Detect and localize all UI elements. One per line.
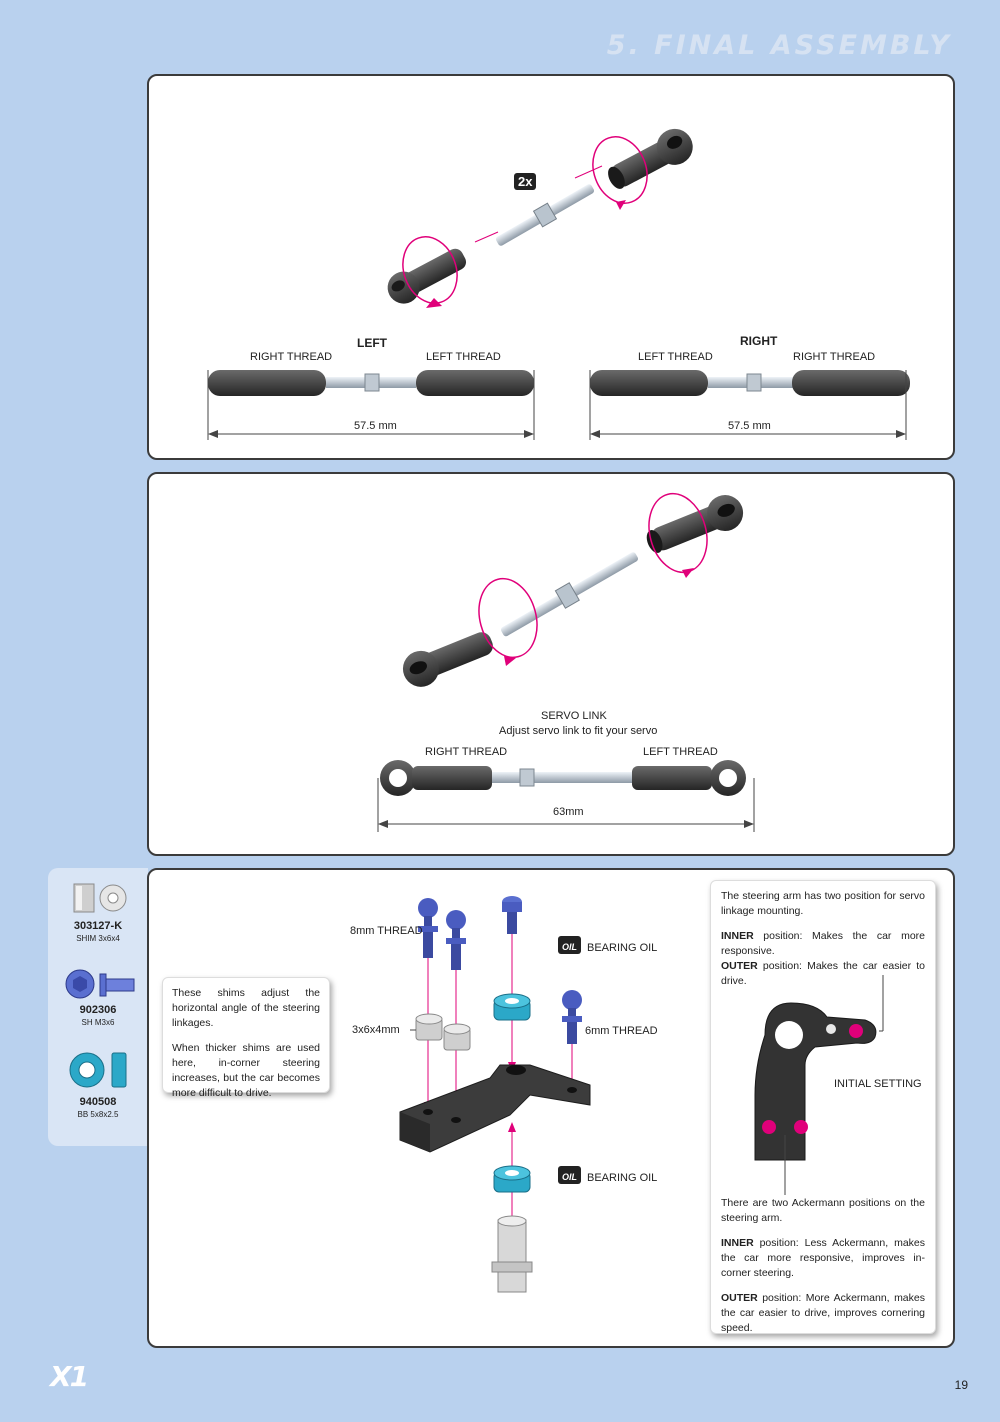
part-desc-3: BB 5x8x2.5 xyxy=(77,1110,119,1119)
arm-note-callout: The steering arm has two position for se… xyxy=(710,880,936,1334)
arm-note-inner: INNER position: Makes the car more respo… xyxy=(721,930,925,957)
initial-setting-label: INITIAL SETTING xyxy=(834,1078,922,1090)
part-number-3: 940508 xyxy=(79,1096,117,1108)
servo-link-thread-b: LEFT THREAD xyxy=(643,746,718,758)
multiplier-badge: 2x xyxy=(514,173,537,190)
arm-note-outer: OUTER position: Makes the car easier to … xyxy=(721,960,925,987)
right-linkage-drawing xyxy=(589,370,910,440)
servo-link-title: SERVO LINK xyxy=(541,710,607,722)
left-linkage-thread-b: LEFT THREAD xyxy=(426,351,501,363)
thread-8mm-label: 8mm THREAD xyxy=(350,925,423,937)
ack-outer: OUTER position: More Ackermann, makes th… xyxy=(721,1292,925,1334)
shim-size-label: 3x6x4mm xyxy=(352,1024,400,1036)
arm-note-intro: The steering arm has two position for se… xyxy=(721,890,925,917)
part-number-2: 902306 xyxy=(79,1004,117,1016)
oil-icon-top: OIL xyxy=(558,936,581,954)
shim-note-p2: When thicker shims are used here, in-cor… xyxy=(172,1042,320,1099)
bearing-part-icon xyxy=(69,1052,127,1088)
part-desc-1: SHIM 3x6x4 xyxy=(76,934,120,943)
screw-part-icon xyxy=(65,969,135,999)
ack-intro: There are two Ackermann positions on the… xyxy=(721,1197,925,1224)
shim-note-p1: These shims adjust the horizontal angle … xyxy=(172,987,320,1029)
parts-sidebar xyxy=(48,868,148,1146)
servo-link-exploded-illustration xyxy=(402,492,744,687)
right-linkage-length: 57.5 mm xyxy=(728,420,771,432)
left-linkage-length: 57.5 mm xyxy=(354,420,397,432)
part-desc-2: SH M3x6 xyxy=(81,1018,115,1027)
steering-arm-exploded-illustration xyxy=(399,896,591,1293)
turnbuckle-exploded-illustration xyxy=(387,128,693,308)
servo-link-subtitle: Adjust servo link to fit your servo xyxy=(499,725,658,737)
servo-link-thread-a: RIGHT THREAD xyxy=(425,746,508,758)
brand-logo: X1 xyxy=(50,1360,89,1393)
shim-note-callout: These shims adjust the horizontal angle … xyxy=(162,977,330,1099)
left-linkage-thread-a: RIGHT THREAD xyxy=(250,351,333,363)
ackermann-note: There are two Ackermann positions on the… xyxy=(711,1192,935,1334)
shim-part-icon xyxy=(73,883,127,913)
part-number-1: 303127-K xyxy=(73,920,123,932)
page-title: 5. FINAL ASSEMBLY xyxy=(606,30,952,61)
servo-link-panel xyxy=(147,472,955,856)
left-linkage-drawing xyxy=(207,370,535,440)
left-linkage-tag: LEFT xyxy=(357,336,387,350)
page-number: 19 xyxy=(954,1378,968,1392)
right-linkage-thread-a: LEFT THREAD xyxy=(638,351,713,363)
bearing-oil-label-top: BEARING OIL xyxy=(587,942,658,954)
ack-inner: INNER position: Less Ackermann, makes th… xyxy=(721,1237,925,1279)
bearing-oil-label-bottom: BEARING OIL xyxy=(587,1172,658,1184)
servo-link-drawing xyxy=(377,760,755,832)
right-linkage-tag: RIGHT xyxy=(740,334,778,348)
thread-6mm-label: 6mm THREAD xyxy=(585,1025,658,1037)
oil-icon-bottom: OIL xyxy=(558,1166,581,1184)
servo-link-length: 63mm xyxy=(553,806,584,818)
right-linkage-thread-b: RIGHT THREAD xyxy=(793,351,876,363)
steering-arm-top-view xyxy=(754,975,884,1195)
